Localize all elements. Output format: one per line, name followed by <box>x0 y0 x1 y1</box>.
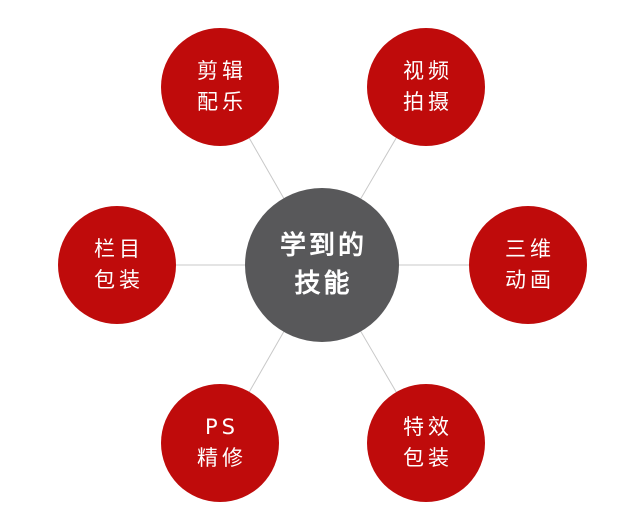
skill-node-editing-music: 剪辑 配乐 <box>161 28 279 146</box>
hub-node-skills-learned: 学到的 技能 <box>245 188 399 342</box>
hub-label-line2: 技能 <box>294 269 353 299</box>
skill-label-line2: 拍摄 <box>403 90 453 114</box>
skill-label-line1: 栏目 <box>94 237 144 261</box>
skill-label-line1: 视频 <box>403 59 453 83</box>
skill-node-video-shooting: 视频 拍摄 <box>367 28 485 146</box>
skill-label-line2: 精修 <box>197 446 247 470</box>
skill-label-line1: 剪辑 <box>197 59 247 83</box>
skill-label-line2: 动画 <box>505 268 555 292</box>
hub-label-line1: 学到的 <box>279 231 367 261</box>
skill-node-program-packaging: 栏目 包装 <box>58 206 176 324</box>
skill-label-line2: 包装 <box>94 268 144 292</box>
skill-label-line2: 包装 <box>403 446 453 470</box>
skill-label-line1: PS <box>205 415 239 439</box>
skill-label-line1: 三维 <box>505 237 555 261</box>
skill-label-line2: 配乐 <box>197 90 247 114</box>
skill-node-ps-retouching: PS 精修 <box>161 384 279 502</box>
skill-label-line1: 特效 <box>403 415 453 439</box>
skill-node-vfx-packaging: 特效 包装 <box>367 384 485 502</box>
skill-node-3d-animation: 三维 动画 <box>469 206 587 324</box>
